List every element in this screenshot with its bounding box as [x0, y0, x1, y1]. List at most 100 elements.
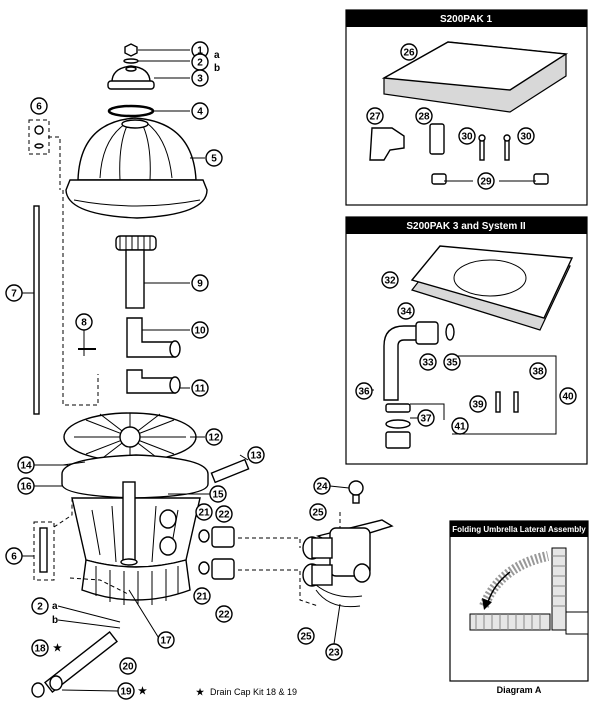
callout-15: 15 [209, 485, 227, 503]
part-3-air-relief-cap [107, 65, 155, 90]
callout-8: 8 [75, 313, 93, 331]
callout-13: 13 [247, 446, 265, 464]
svg-text:6: 6 [36, 102, 42, 113]
part-4-o-ring [107, 104, 155, 118]
callout-27: 27 [366, 107, 384, 125]
svg-text:19: 19 [120, 687, 132, 698]
svg-text:8: 8 [81, 318, 87, 329]
callout-30-a: 30 [458, 127, 476, 145]
callout-18: 18 [31, 639, 49, 657]
callout-6-top: 6 [30, 97, 48, 115]
callout-26: 26 [400, 43, 418, 61]
s200pak3-box: S200PAK 3 and System II 32 34 [345, 216, 588, 465]
svg-text:23: 23 [328, 648, 340, 659]
callout-35: 35 [443, 353, 461, 371]
callout-34: 34 [397, 302, 415, 320]
part-10-elbow-pipe [126, 317, 181, 358]
svg-text:25: 25 [312, 508, 324, 519]
part-28-adapter [429, 123, 445, 155]
svg-text:13: 13 [250, 451, 262, 462]
svg-text:18: 18 [34, 644, 46, 655]
callout-39: 39 [469, 395, 487, 413]
svg-text:28: 28 [418, 112, 430, 123]
callout-17: 17 [157, 631, 175, 649]
callout-6-bottom: 6 [5, 547, 23, 565]
part-30-bolts [478, 134, 511, 161]
svg-text:b: b [52, 615, 58, 626]
part-12-lateral-assembly [63, 412, 197, 462]
svg-text:2: 2 [37, 602, 43, 613]
callout-3: 3 [191, 69, 209, 87]
svg-text:22: 22 [218, 510, 230, 521]
part-15-standpipe-lower [120, 481, 138, 566]
svg-text:21: 21 [196, 592, 208, 603]
svg-text:S200PAK 1: S200PAK 1 [440, 14, 493, 25]
part-7-tie-rod [33, 205, 40, 415]
part-23-multiport-valve [302, 519, 394, 608]
part-9-standpipe-upper [115, 235, 157, 309]
svg-text:35: 35 [446, 358, 458, 369]
svg-text:5: 5 [211, 154, 217, 165]
callout-2: 2 [191, 53, 209, 71]
svg-text:29: 29 [480, 177, 492, 188]
part-11-elbow-pipe [126, 369, 181, 394]
callout-36: 36 [355, 382, 373, 400]
callout-14: 14 [17, 456, 35, 474]
part-2-o-rings-top [123, 58, 139, 64]
svg-text:b: b [214, 63, 220, 74]
svg-text:9: 9 [197, 279, 203, 290]
svg-text:1: 1 [197, 46, 203, 57]
part-38-bolts [495, 391, 519, 413]
svg-text:32: 32 [384, 276, 396, 287]
svg-text:22: 22 [218, 610, 230, 621]
svg-text:Drain Cap Kit 18 & 19: Drain Cap Kit 18 & 19 [210, 687, 297, 697]
svg-text:★: ★ [53, 643, 62, 654]
callout-32: 32 [381, 271, 399, 289]
svg-text:40: 40 [562, 392, 574, 403]
callout-38: 38 [529, 362, 547, 380]
callout-33: 33 [419, 353, 437, 371]
svg-text:15: 15 [212, 490, 224, 501]
callout-25-a: 25 [309, 503, 327, 521]
callout-21-a: 21 [195, 503, 213, 521]
callout-1: 1 [191, 41, 209, 59]
part-20-drain-pipe [44, 631, 118, 693]
svg-text:★: ★ [196, 687, 205, 697]
svg-text:27: 27 [369, 112, 381, 123]
svg-text:Folding Umbrella Lateral Assem: Folding Umbrella Lateral Assembly [452, 525, 586, 534]
svg-text:a: a [214, 50, 220, 61]
callout-19: 19 [117, 682, 135, 700]
umbrella-lateral-box: Folding Umbrella Lateral Assembly Diagra… [449, 520, 589, 695]
part-1-nut [124, 43, 138, 57]
svg-text:37: 37 [420, 414, 432, 425]
part-32-mounting-plate [410, 245, 574, 331]
part-29-nuts [431, 173, 549, 185]
svg-text:10: 10 [194, 326, 206, 337]
svg-text:★: ★ [138, 686, 147, 697]
svg-text:36: 36 [358, 387, 370, 398]
callout-2-lower: 2 [31, 597, 49, 615]
svg-text:38: 38 [532, 367, 544, 378]
svg-text:12: 12 [208, 433, 220, 444]
svg-text:41: 41 [454, 422, 466, 433]
svg-text:25: 25 [300, 632, 312, 643]
callout-10: 10 [191, 321, 209, 339]
callout-7: 7 [5, 284, 23, 302]
part-18-19-drain-cap [31, 675, 63, 698]
svg-text:33: 33 [422, 358, 434, 369]
svg-text:30: 30 [520, 132, 532, 143]
callout-5: 5 [205, 149, 223, 167]
svg-text:34: 34 [400, 307, 412, 318]
part-37-union-parts [385, 403, 411, 449]
callout-22-b: 22 [215, 605, 233, 623]
part-5-filter-dome [65, 117, 208, 219]
callout-11: 11 [191, 379, 209, 397]
svg-text:39: 39 [472, 400, 484, 411]
callout-23: 23 [325, 643, 343, 661]
part-6-bottom-clamp [33, 521, 55, 581]
callout-12: 12 [205, 428, 223, 446]
part-17-tank-base [81, 559, 191, 605]
svg-text:a: a [52, 601, 58, 612]
callout-22-a: 22 [215, 505, 233, 523]
svg-text:7: 7 [11, 289, 17, 300]
